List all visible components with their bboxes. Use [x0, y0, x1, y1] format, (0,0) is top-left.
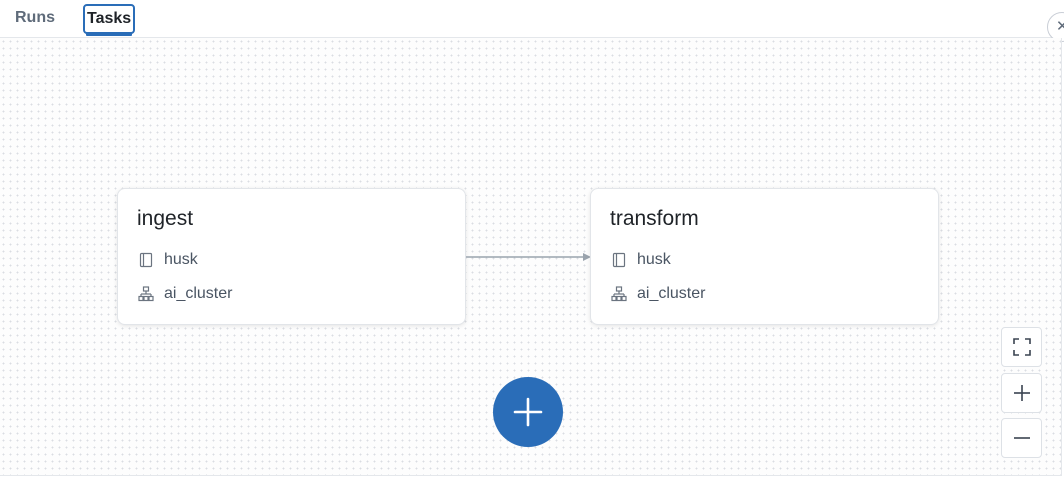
zoom-in-icon	[1013, 385, 1030, 401]
task-notebook-row: husk	[138, 250, 198, 270]
fit-view-button[interactable]	[1001, 327, 1042, 367]
task-node-transform[interactable]: transform husk ai_cluster	[590, 188, 939, 325]
tab-bar: Runs Tasks ✕	[0, 0, 1064, 42]
add-task-button[interactable]	[493, 377, 563, 447]
task-cluster-row: ai_cluster	[138, 284, 232, 304]
dependency-edge-arrow	[466, 253, 591, 261]
close-icon: ✕	[1056, 18, 1064, 35]
cluster-icon	[611, 286, 627, 302]
zoom-out-icon	[1013, 437, 1030, 439]
task-node-ingest[interactable]: ingest husk ai_cluster	[117, 188, 466, 325]
dag-canvas[interactable]: ingest husk ai_cluster	[0, 38, 1062, 476]
task-cluster-row: ai_cluster	[611, 284, 705, 304]
task-title: transform	[610, 207, 699, 230]
notebook-icon	[612, 252, 626, 268]
zoom-in-button[interactable]	[1001, 373, 1042, 413]
task-cluster-label: ai_cluster	[637, 285, 706, 302]
tab-tasks[interactable]: Tasks	[83, 4, 136, 36]
notebook-icon	[139, 252, 153, 268]
fit-view-icon	[1012, 338, 1031, 356]
task-cluster-label: ai_cluster	[164, 285, 233, 302]
tab-runs[interactable]: Runs	[15, 9, 55, 26]
cluster-icon	[138, 286, 154, 302]
task-notebook-row: husk	[611, 250, 671, 270]
task-notebook-label: husk	[164, 251, 198, 268]
zoom-out-button[interactable]	[1001, 418, 1042, 458]
task-notebook-label: husk	[637, 251, 671, 268]
task-title: ingest	[137, 207, 194, 230]
plus-icon	[513, 397, 543, 427]
